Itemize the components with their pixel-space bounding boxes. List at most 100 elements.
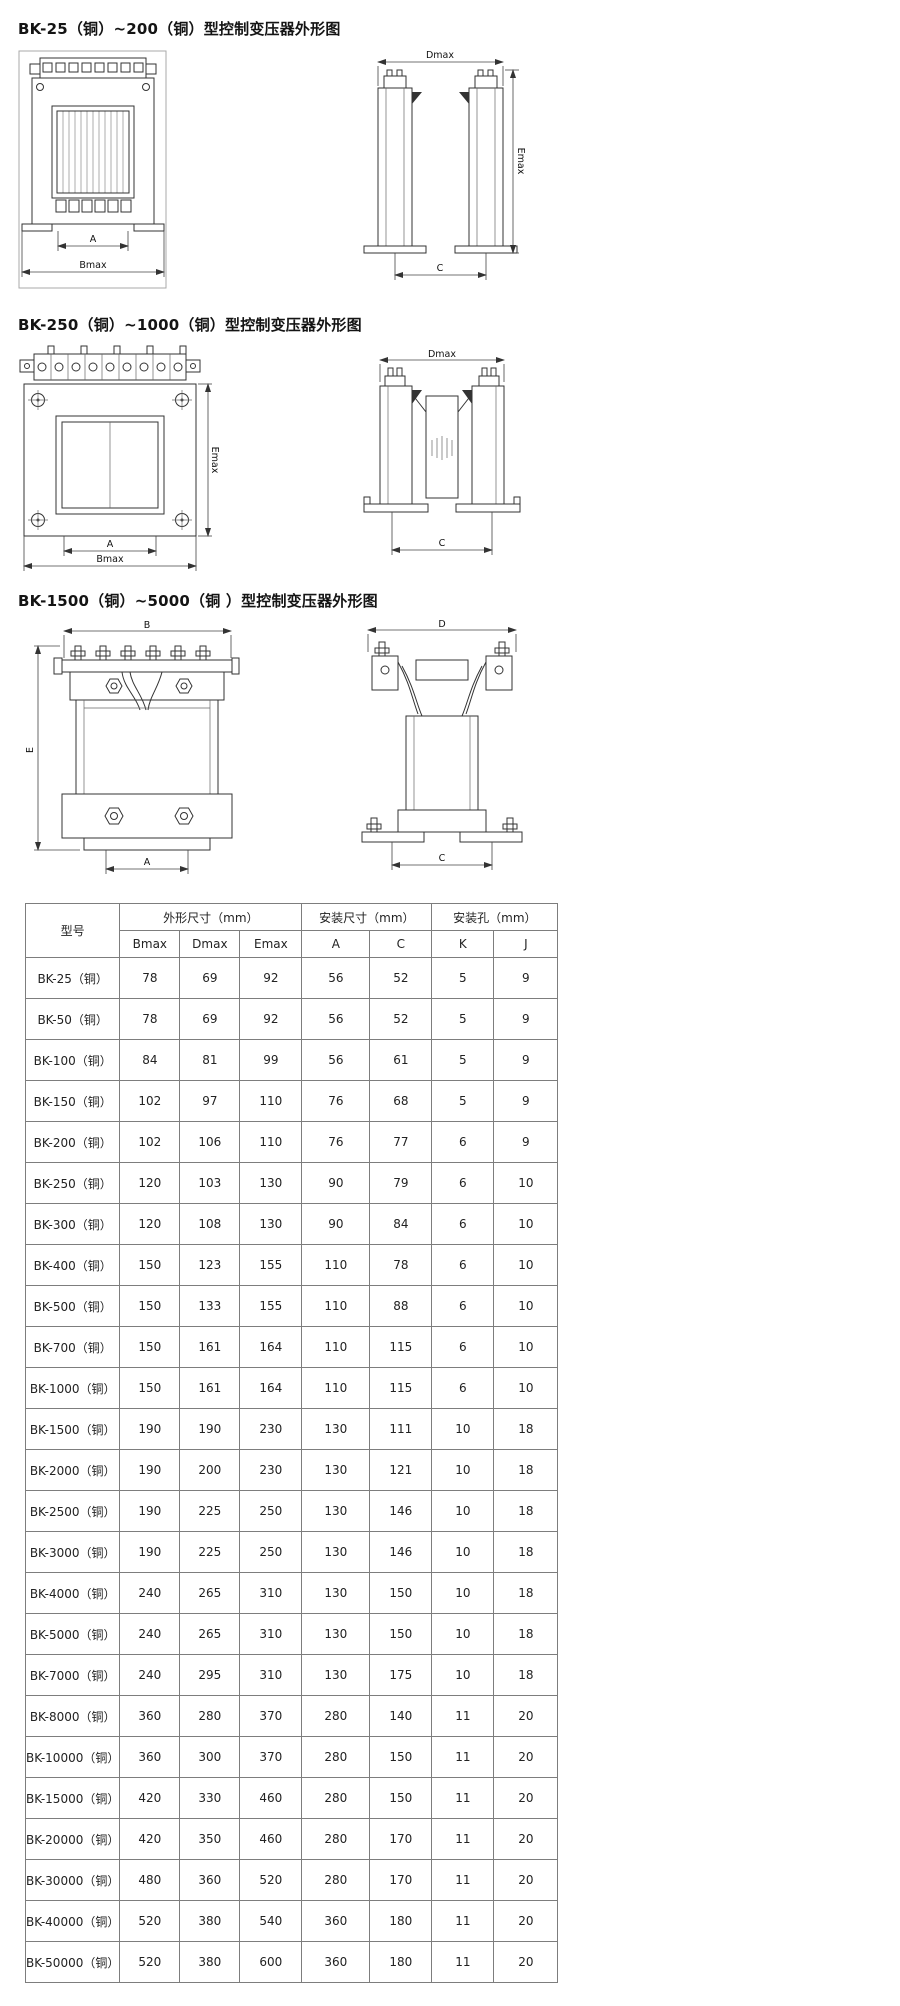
value-cell: 600 — [239, 1941, 303, 1983]
value-cell: 11 — [431, 1777, 495, 1819]
table-header: 型号 外形尺寸（mm） 安装尺寸（mm） 安装孔（mm） Bmax Dmax E… — [24, 903, 559, 958]
value-cell: 10 — [431, 1490, 495, 1532]
model-cell: BK-100（铜） — [24, 1039, 121, 1081]
model-cell: BK-3000（铜） — [24, 1531, 121, 1573]
terminal-strip — [29, 57, 157, 79]
coil-body — [75, 699, 219, 795]
value-cell: 10 — [493, 1203, 559, 1245]
dim-label-b: B — [144, 620, 151, 631]
value-cell: 6 — [431, 1121, 495, 1163]
value-cell: 164 — [239, 1367, 303, 1409]
value-cell: 18 — [493, 1490, 559, 1532]
value-cell: 310 — [239, 1654, 303, 1696]
section-2-title: BK-250（铜）~1000（铜）型控制变压器外形图 — [18, 316, 362, 334]
terminal-blocks — [383, 69, 498, 89]
mounting-hole — [28, 510, 48, 530]
value-cell: 77 — [369, 1121, 433, 1163]
value-cell: 280 — [301, 1695, 371, 1737]
value-cell: 78 — [369, 1244, 433, 1286]
value-cell: 88 — [369, 1285, 433, 1327]
value-cell: 20 — [493, 1736, 559, 1778]
value-cell: 10 — [431, 1572, 495, 1614]
value-cell: 11 — [431, 1695, 495, 1737]
value-cell: 11 — [431, 1900, 495, 1942]
value-cell: 110 — [301, 1244, 371, 1286]
value-cell: 52 — [369, 957, 433, 999]
channel-brackets — [363, 87, 518, 254]
value-cell: 10 — [493, 1162, 559, 1204]
header-j: J — [493, 930, 559, 958]
value-cell: 103 — [179, 1162, 241, 1204]
value-cell: 180 — [369, 1941, 433, 1983]
value-cell: 9 — [493, 1121, 559, 1163]
dimension-a: A — [105, 850, 189, 874]
value-cell: 9 — [493, 1039, 559, 1081]
value-cell: 420 — [119, 1818, 181, 1860]
value-cell: 164 — [239, 1326, 303, 1368]
value-cell: 9 — [493, 957, 559, 999]
value-cell: 360 — [301, 1900, 371, 1942]
value-cell: 84 — [369, 1203, 433, 1245]
dimension-e: E — [26, 645, 80, 851]
dimension-c: C — [394, 253, 487, 280]
value-cell: 133 — [179, 1285, 241, 1327]
value-cell: 115 — [369, 1326, 433, 1368]
value-cell: 250 — [239, 1531, 303, 1573]
mounting-hole — [172, 390, 192, 410]
value-cell: 18 — [493, 1654, 559, 1696]
dimension-emax: Emax — [198, 383, 220, 537]
section-2-front-view-drawing: Emax A Bmax — [19, 345, 220, 571]
value-cell: 130 — [301, 1490, 371, 1532]
model-cell: BK-25（铜） — [24, 957, 121, 999]
value-cell: 130 — [301, 1408, 371, 1450]
section-3-title: BK-1500（铜）~5000（铜 ）型控制变压器外形图 — [18, 592, 378, 610]
value-cell: 150 — [369, 1613, 433, 1655]
value-cell: 225 — [179, 1490, 241, 1532]
value-cell: 20 — [493, 1941, 559, 1983]
value-cell: 20 — [493, 1859, 559, 1901]
value-cell: 110 — [239, 1080, 303, 1122]
value-cell: 200 — [179, 1449, 241, 1491]
dimension-b: B — [63, 620, 232, 658]
value-cell: 99 — [239, 1039, 303, 1081]
value-cell: 6 — [431, 1203, 495, 1245]
value-cell: 130 — [239, 1203, 303, 1245]
dim-label-emax: Emax — [209, 447, 220, 474]
dim-label-a: A — [144, 857, 151, 868]
value-cell: 300 — [179, 1736, 241, 1778]
coil-body — [405, 715, 479, 811]
value-cell: 110 — [301, 1367, 371, 1409]
dim-label-emax: Emax — [515, 148, 526, 175]
value-cell: 150 — [119, 1367, 181, 1409]
value-cell: 120 — [119, 1203, 181, 1245]
value-cell: 161 — [179, 1326, 241, 1368]
mounting-hole — [172, 510, 192, 530]
value-cell: 11 — [431, 1736, 495, 1778]
value-cell: 6 — [431, 1285, 495, 1327]
value-cell: 20 — [493, 1695, 559, 1737]
value-cell: 56 — [301, 957, 371, 999]
value-cell: 520 — [119, 1941, 181, 1983]
header-dmax: Dmax — [179, 930, 241, 958]
value-cell: 11 — [431, 1941, 495, 1983]
model-cell: BK-1000（铜） — [24, 1367, 121, 1409]
value-cell: 92 — [239, 998, 303, 1040]
model-cell: BK-1500（铜） — [24, 1408, 121, 1450]
value-cell: 10 — [493, 1285, 559, 1327]
value-cell: 56 — [301, 998, 371, 1040]
value-cell: 90 — [301, 1162, 371, 1204]
value-cell: 108 — [179, 1203, 241, 1245]
model-cell: BK-150（铜） — [24, 1080, 121, 1122]
